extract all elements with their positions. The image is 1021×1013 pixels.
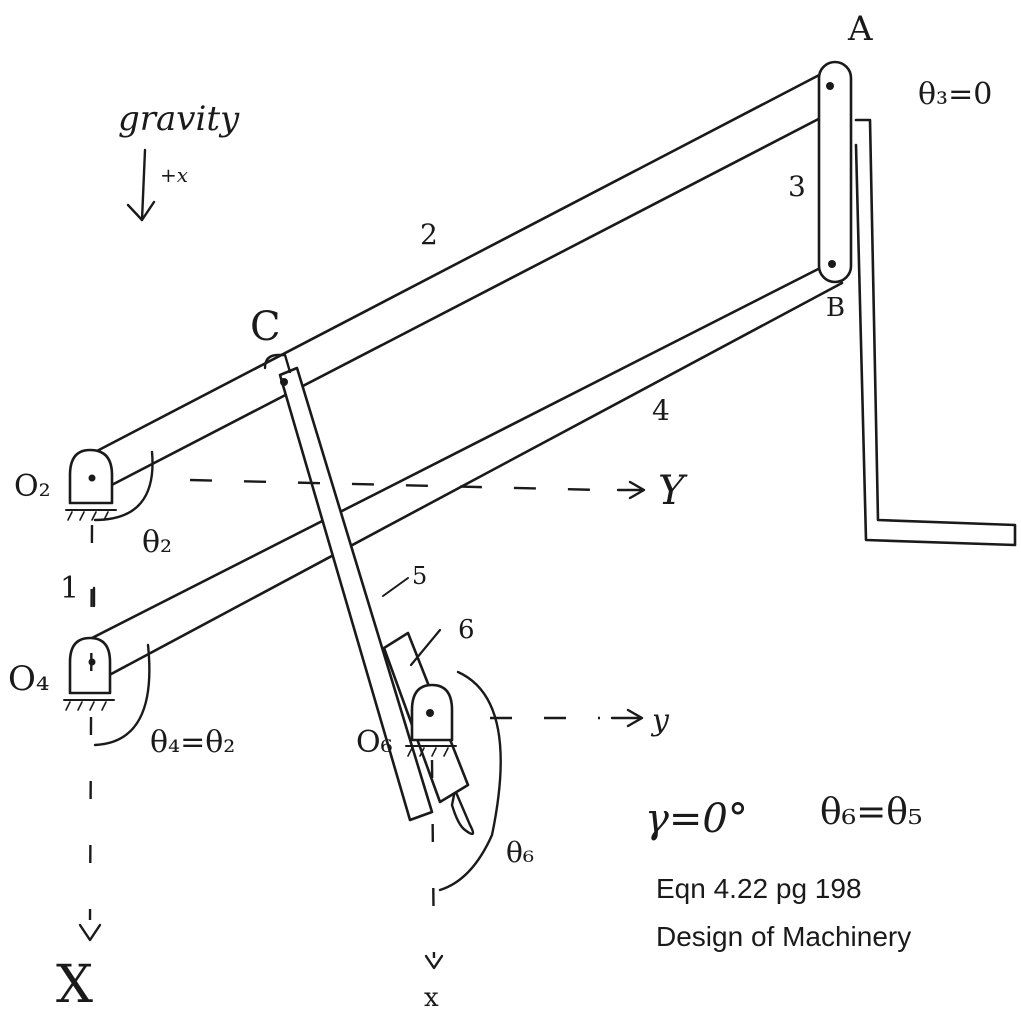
label-axis-x-left: X — [56, 955, 93, 1013]
label-theta4-eq: θ₄=θ₂ — [150, 725, 235, 760]
pivot-o4 — [63, 636, 115, 711]
label-theta6-eq: θ₆=θ₅ — [820, 792, 922, 833]
label-axis-x-right: x — [424, 983, 439, 1013]
label-link-2: 2 — [420, 218, 438, 251]
label-link-4: 4 — [652, 394, 670, 427]
joint-b — [828, 260, 836, 268]
label-theta2: θ₂ — [142, 525, 172, 560]
arc-theta2 — [93, 450, 154, 522]
arc-theta4 — [93, 643, 151, 747]
label-c: C — [250, 304, 281, 350]
gravity-arrow-icon — [126, 148, 156, 222]
axis-y-upper — [189, 478, 646, 500]
label-plus-x: +x — [160, 163, 188, 187]
label-o6: O₆ — [356, 725, 393, 760]
label-a: A — [847, 9, 873, 49]
label-o2: O₂ — [14, 469, 51, 504]
axis-x-right — [424, 759, 444, 970]
label-axis-y-lower: y — [650, 703, 670, 738]
label-o4: O₄ — [8, 659, 50, 699]
reference-line-2: Design of Machinery — [656, 921, 911, 952]
ground-bracket — [854, 118, 1017, 547]
label-axis-y-upper: Y — [658, 468, 688, 514]
label-link-1: 1 — [60, 571, 79, 606]
pivot-o6 — [405, 683, 457, 757]
axis-x-left — [78, 524, 102, 942]
link-5 — [278, 366, 475, 836]
label-link-3: 3 — [788, 170, 806, 203]
label-link-5: 5 — [412, 562, 427, 590]
reference-line-1: Eqn 4.22 pg 198 — [656, 873, 862, 904]
label-link-6: 6 — [458, 615, 475, 645]
joint-a — [826, 82, 834, 90]
label-b: B — [826, 293, 845, 323]
label-gravity: gravity — [118, 99, 240, 139]
label-gamma-eq: γ=0° — [645, 796, 748, 842]
label-theta3-eq: θ₃=0 — [918, 77, 992, 112]
pivot-o2 — [65, 448, 117, 521]
axis-y-lower — [490, 708, 644, 728]
arc-theta6 — [438, 670, 502, 892]
link-5-leader — [382, 577, 409, 597]
label-theta6: θ₆ — [506, 836, 534, 869]
joint-c — [263, 353, 292, 386]
link-3 — [817, 60, 853, 284]
